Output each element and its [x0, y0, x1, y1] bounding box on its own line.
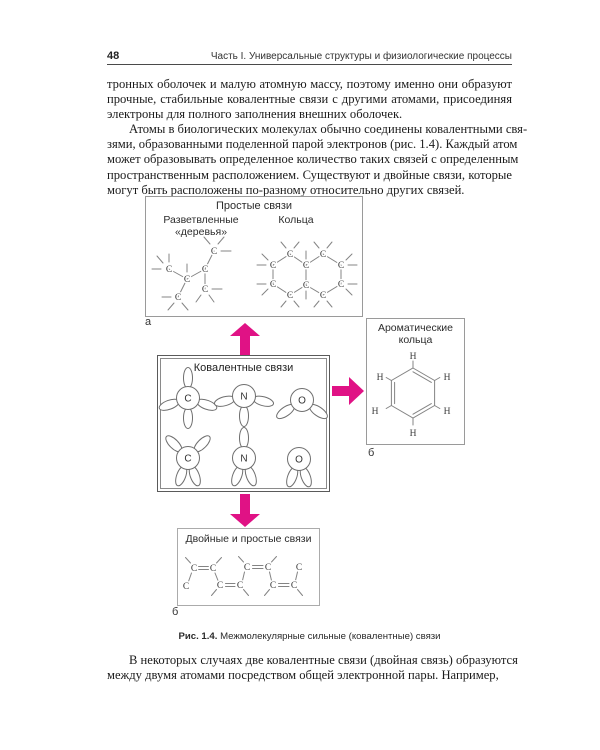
svg-text:H: H	[444, 407, 451, 417]
svg-text:C: C	[270, 261, 276, 271]
part-label-b-right: б	[368, 447, 375, 459]
text-line: зями, образованными поделенной парой эле…	[107, 137, 518, 152]
down-arrow-icon	[230, 494, 260, 527]
chain-bonds	[185, 556, 303, 596]
figure-caption: Рис. 1.4. Межмолекулярные сильные (ковал…	[107, 631, 512, 642]
ring-bonds	[256, 241, 358, 308]
page-number: 48	[107, 50, 120, 62]
svg-text:C: C	[270, 581, 276, 591]
tree-and-rings-diagram: C C C C C C	[151, 236, 358, 311]
svg-text:C: C	[237, 581, 243, 591]
up-arrow-icon	[230, 323, 260, 355]
text-line: Атомы в биологических молекулах обычно с…	[129, 122, 528, 137]
svg-text:C: C	[338, 280, 344, 290]
double-simple-title: Двойные и простые связи	[185, 533, 312, 545]
svg-text:H: H	[410, 352, 417, 362]
text-line: тронных оболочек и малую атомную массу, …	[107, 77, 512, 91]
svg-text:C: C	[320, 250, 326, 260]
simple-bonds-title: Простые связи	[215, 200, 293, 212]
tree-atoms: C C C C C C	[164, 246, 218, 305]
text-line: могут быть расположены по-разному относи…	[107, 182, 465, 197]
svg-text:C: C	[270, 280, 276, 290]
svg-text:C: C	[320, 291, 326, 301]
atom-n-orbitals: N	[231, 427, 257, 487]
svg-text:C: C	[183, 582, 189, 592]
body-text-top: тронных оболочек и малую атомную массу, …	[107, 77, 528, 198]
svg-text:H: H	[410, 429, 417, 439]
atom-o-orbitals: O	[276, 388, 328, 420]
svg-text:N: N	[240, 392, 247, 403]
svg-text:C: C	[244, 563, 250, 573]
atom-c-orbitals: C	[165, 435, 211, 487]
svg-text:C: C	[287, 250, 293, 260]
aromatic-title-line2: кольца	[398, 334, 433, 346]
svg-text:O: O	[298, 396, 306, 407]
benzene-diagram: H H H H H H	[370, 351, 452, 441]
atom-o-orbitals: O	[286, 447, 312, 488]
text-line: между двумя атомами посредством общей эл…	[107, 668, 499, 683]
svg-text:C: C	[265, 563, 271, 573]
svg-text:C: C	[184, 454, 191, 465]
text-line: пространственным расположением. Существу…	[107, 167, 512, 182]
figure-caption-label: Рис. 1.4.	[178, 631, 218, 642]
branched-trees-label: Разветвленные «деревья»	[163, 214, 239, 238]
aromatic-rings-box: Ароматические кольца H H H H H H	[366, 318, 465, 445]
svg-text:N: N	[240, 454, 247, 465]
svg-text:C: C	[191, 564, 197, 574]
atom-c-orbitals: C	[158, 367, 218, 429]
benzene-h-atoms: H H H H H H	[370, 351, 452, 441]
atom-n-orbitals: N	[213, 384, 275, 427]
svg-text:C: C	[296, 563, 302, 573]
covalent-bonds-inner-frame	[160, 358, 327, 489]
svg-text:C: C	[184, 394, 191, 405]
text-line: В некоторых случаях две ковалентные связ…	[129, 653, 518, 667]
svg-text:O: O	[295, 455, 303, 466]
covalent-bonds-title: Ковалентные связи	[193, 362, 294, 374]
svg-text:H: H	[372, 407, 379, 417]
running-header: Часть I. Универсальные структуры и физио…	[210, 51, 512, 62]
part-label-a: а	[145, 316, 152, 328]
svg-text:C: C	[303, 281, 309, 291]
svg-text:C: C	[338, 261, 344, 271]
svg-text:C: C	[217, 581, 223, 591]
ring-atoms: C C C C C C C C C C	[268, 249, 345, 303]
aromatic-title-line1: Ароматические	[377, 322, 454, 334]
svg-text:C: C	[175, 293, 181, 303]
svg-text:C: C	[291, 581, 297, 591]
svg-text:C: C	[210, 564, 216, 574]
svg-text:H: H	[444, 373, 451, 383]
orbital-atoms-diagram: C N O	[158, 367, 328, 488]
benzene-bonds	[385, 360, 441, 426]
rings-label: Кольца	[278, 214, 314, 226]
body-text-bottom: В некоторых случаях две ковалентные связ…	[107, 653, 518, 683]
svg-text:H: H	[377, 373, 384, 383]
right-arrow-icon	[332, 377, 364, 405]
svg-text:C: C	[202, 265, 208, 275]
svg-text:C: C	[303, 261, 309, 271]
text-line: может образовывать определенное количест…	[107, 152, 519, 167]
tree-bonds	[151, 236, 232, 311]
figure-caption-text: Межмолекулярные сильные (ковалентные) св…	[217, 631, 441, 642]
svg-text:C: C	[211, 247, 217, 257]
simple-bonds-box: Простые связи Разветвленные «деревья» Ко…	[145, 196, 363, 317]
text-line: электроны для полного заполнения внешних…	[107, 107, 403, 122]
header-rule	[107, 64, 512, 65]
svg-text:C: C	[287, 291, 293, 301]
chain-atoms: C C C C C C C C C C	[181, 562, 303, 594]
chain-diagram: C C C C C C C C C C	[181, 556, 304, 596]
part-label-b-bottom: б	[172, 606, 179, 618]
svg-text:C: C	[166, 265, 172, 275]
svg-text:C: C	[202, 285, 208, 295]
double-simple-bonds-box: Двойные и простые связи C C C C C C	[177, 528, 320, 606]
svg-text:C: C	[184, 275, 190, 285]
text-line: прочные, стабильные ковалентные связи с …	[107, 92, 512, 107]
covalent-bonds-box: Ковалентные связи C N	[157, 355, 330, 492]
